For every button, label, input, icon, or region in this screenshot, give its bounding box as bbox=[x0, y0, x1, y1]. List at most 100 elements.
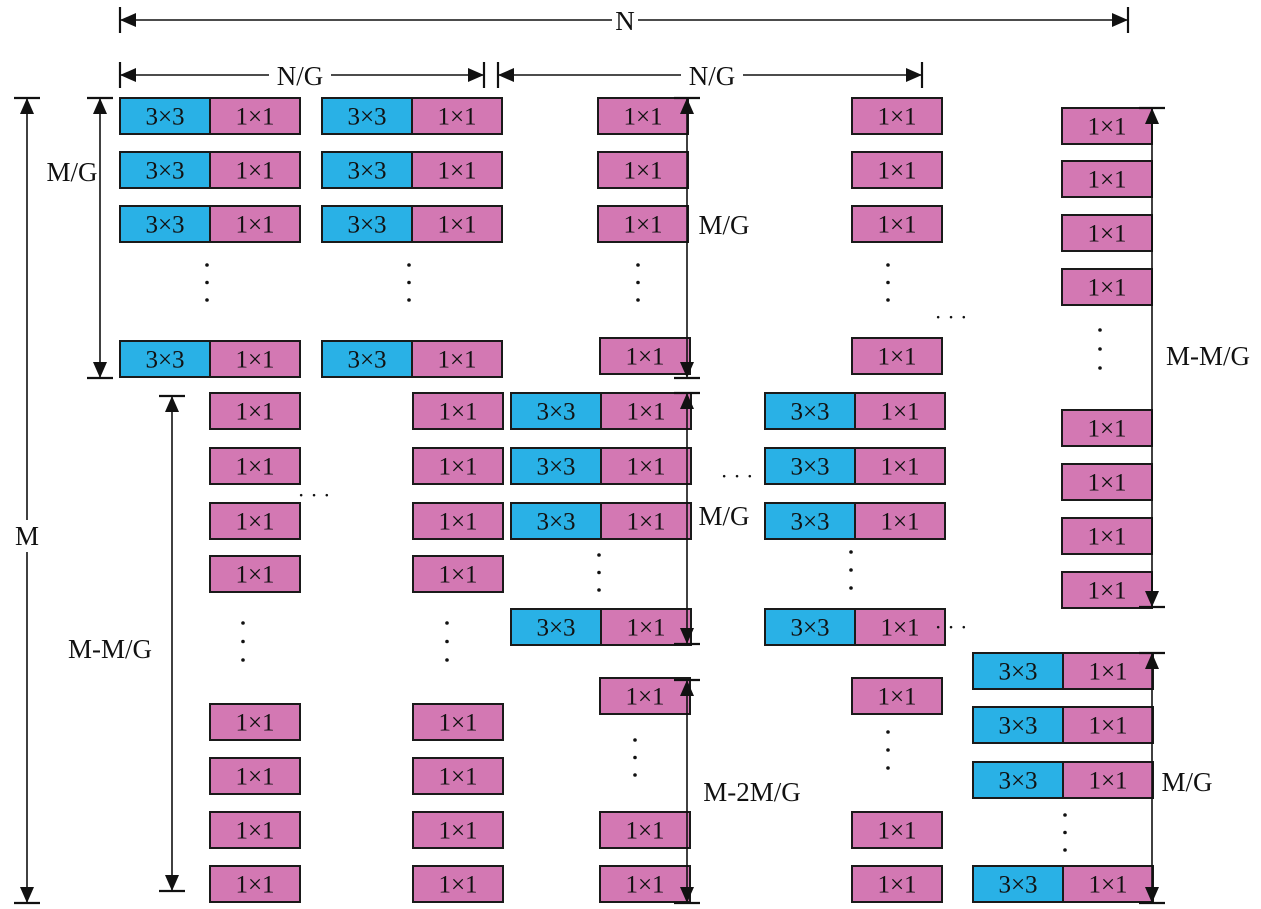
conv1x1-box bbox=[597, 97, 689, 135]
conv1x1-box bbox=[209, 811, 301, 849]
conv1x1-box bbox=[411, 97, 503, 135]
vertical-ellipsis-dot bbox=[636, 263, 640, 267]
conv1x1-label: 1×1 bbox=[235, 104, 274, 131]
conv1x1-box bbox=[851, 677, 943, 715]
arrow-right-icon bbox=[1112, 13, 1128, 27]
conv1x1-box bbox=[851, 811, 943, 849]
vertical-ellipsis-dot bbox=[205, 263, 209, 267]
vertical-ellipsis-dot bbox=[849, 550, 853, 554]
conv1x1-label: 1×1 bbox=[438, 764, 477, 791]
conv1x1-box bbox=[209, 447, 301, 485]
conv1x1-label: 1×1 bbox=[623, 104, 662, 131]
conv1x1-label: 1×1 bbox=[1088, 659, 1127, 686]
vertical-ellipsis-dot bbox=[636, 298, 640, 302]
conv1x1-box bbox=[209, 502, 301, 540]
conv1x1-box bbox=[854, 447, 946, 485]
conv1x1-box bbox=[209, 392, 301, 430]
conv1x1-label: 1×1 bbox=[877, 684, 916, 711]
conv1x1-box bbox=[600, 447, 692, 485]
arrow-up-icon bbox=[20, 98, 34, 114]
conv1x1-box bbox=[411, 151, 503, 189]
dimension-label-m-minus-m-over-g: M-M/G bbox=[1166, 341, 1250, 371]
horizontal-ellipsis: · · · bbox=[935, 305, 968, 330]
conv3x3-label: 3×3 bbox=[998, 713, 1037, 740]
vertical-ellipsis-dot bbox=[1098, 328, 1102, 332]
vertical-ellipsis-dot bbox=[241, 639, 245, 644]
conv3x3-label: 3×3 bbox=[347, 158, 386, 185]
conv3x3-label: 3×3 bbox=[145, 158, 184, 185]
conv3x3-label: 3×3 bbox=[998, 872, 1037, 899]
dimension-label-n: N bbox=[615, 6, 635, 36]
dimension-label-m-minus-m-over-g: M-M/G bbox=[68, 634, 152, 664]
dimension-label-m: M bbox=[15, 521, 39, 551]
conv1x1-box bbox=[599, 865, 691, 903]
conv1x1-box bbox=[209, 757, 301, 795]
conv1x1-label: 1×1 bbox=[625, 684, 664, 711]
arrow-down-icon bbox=[93, 362, 107, 378]
horizontal-ellipsis: · · · bbox=[721, 464, 754, 489]
conv1x1-box bbox=[851, 151, 943, 189]
conv3x3-label: 3×3 bbox=[998, 768, 1037, 795]
vertical-ellipsis-dot bbox=[407, 298, 411, 302]
arrow-up-icon bbox=[680, 680, 694, 696]
arrow-right-icon bbox=[906, 68, 922, 82]
conv1x1-box bbox=[1061, 160, 1153, 198]
conv1x1-box bbox=[599, 811, 691, 849]
vertical-ellipsis-dot bbox=[1063, 830, 1067, 835]
conv3x3-label: 3×3 bbox=[790, 509, 829, 536]
label-backdrop bbox=[681, 61, 743, 89]
conv1x1-box bbox=[1062, 652, 1154, 690]
arrow-down-icon bbox=[1145, 887, 1159, 903]
conv1x1-label: 1×1 bbox=[626, 454, 665, 481]
vertical-ellipsis-dot bbox=[633, 755, 637, 760]
conv3x3-box bbox=[764, 502, 856, 540]
conv1x1-box bbox=[1061, 409, 1153, 447]
conv1x1-label: 1×1 bbox=[235, 399, 274, 426]
arrow-down-icon bbox=[20, 887, 34, 903]
conv3x3-label: 3×3 bbox=[145, 212, 184, 239]
conv3x3-label: 3×3 bbox=[536, 454, 575, 481]
conv1x1-label: 1×1 bbox=[623, 158, 662, 185]
dimension-label-m-over-g: M/G bbox=[698, 501, 749, 531]
conv1x1-label: 1×1 bbox=[235, 562, 274, 589]
conv1x1-box bbox=[599, 337, 691, 375]
vertical-ellipsis-dot bbox=[633, 738, 637, 742]
conv1x1-label: 1×1 bbox=[880, 615, 919, 642]
conv1x1-label: 1×1 bbox=[1087, 470, 1126, 497]
conv1x1-label: 1×1 bbox=[1087, 221, 1126, 248]
arrow-left-icon bbox=[498, 68, 514, 82]
conv1x1-box bbox=[1062, 761, 1154, 799]
conv1x1-box bbox=[209, 340, 301, 378]
conv1x1-box bbox=[411, 205, 503, 243]
dimension-label-n-over-g: N/G bbox=[689, 61, 736, 91]
conv1x1-label: 1×1 bbox=[235, 818, 274, 845]
conv3x3-box bbox=[972, 652, 1064, 690]
conv1x1-box bbox=[209, 865, 301, 903]
conv1x1-box bbox=[851, 205, 943, 243]
conv3x3-label: 3×3 bbox=[347, 347, 386, 374]
vertical-ellipsis-dot bbox=[1098, 366, 1102, 370]
vertical-ellipsis-dot bbox=[633, 773, 637, 777]
vertical-ellipsis-dot bbox=[886, 730, 890, 734]
arrow-down-icon bbox=[680, 628, 694, 644]
conv1x1-box bbox=[412, 865, 504, 903]
vertical-ellipsis-dot bbox=[886, 263, 890, 267]
conv1x1-box bbox=[851, 337, 943, 375]
conv1x1-box bbox=[599, 677, 691, 715]
conv1x1-box bbox=[209, 205, 301, 243]
conv3x3-label: 3×3 bbox=[790, 454, 829, 481]
vertical-ellipsis-dot bbox=[445, 621, 449, 625]
conv1x1-box bbox=[854, 608, 946, 646]
arrow-up-icon bbox=[93, 98, 107, 114]
conv1x1-label: 1×1 bbox=[235, 212, 274, 239]
conv1x1-label: 1×1 bbox=[626, 615, 665, 642]
conv1x1-label: 1×1 bbox=[1087, 416, 1126, 443]
conv1x1-label: 1×1 bbox=[880, 509, 919, 536]
conv1x1-box bbox=[209, 555, 301, 593]
conv1x1-label: 1×1 bbox=[626, 509, 665, 536]
conv1x1-label: 1×1 bbox=[437, 104, 476, 131]
conv1x1-box bbox=[412, 703, 504, 741]
conv1x1-box bbox=[851, 865, 943, 903]
vertical-ellipsis-dot bbox=[886, 280, 890, 285]
vertical-ellipsis-dot bbox=[886, 298, 890, 302]
